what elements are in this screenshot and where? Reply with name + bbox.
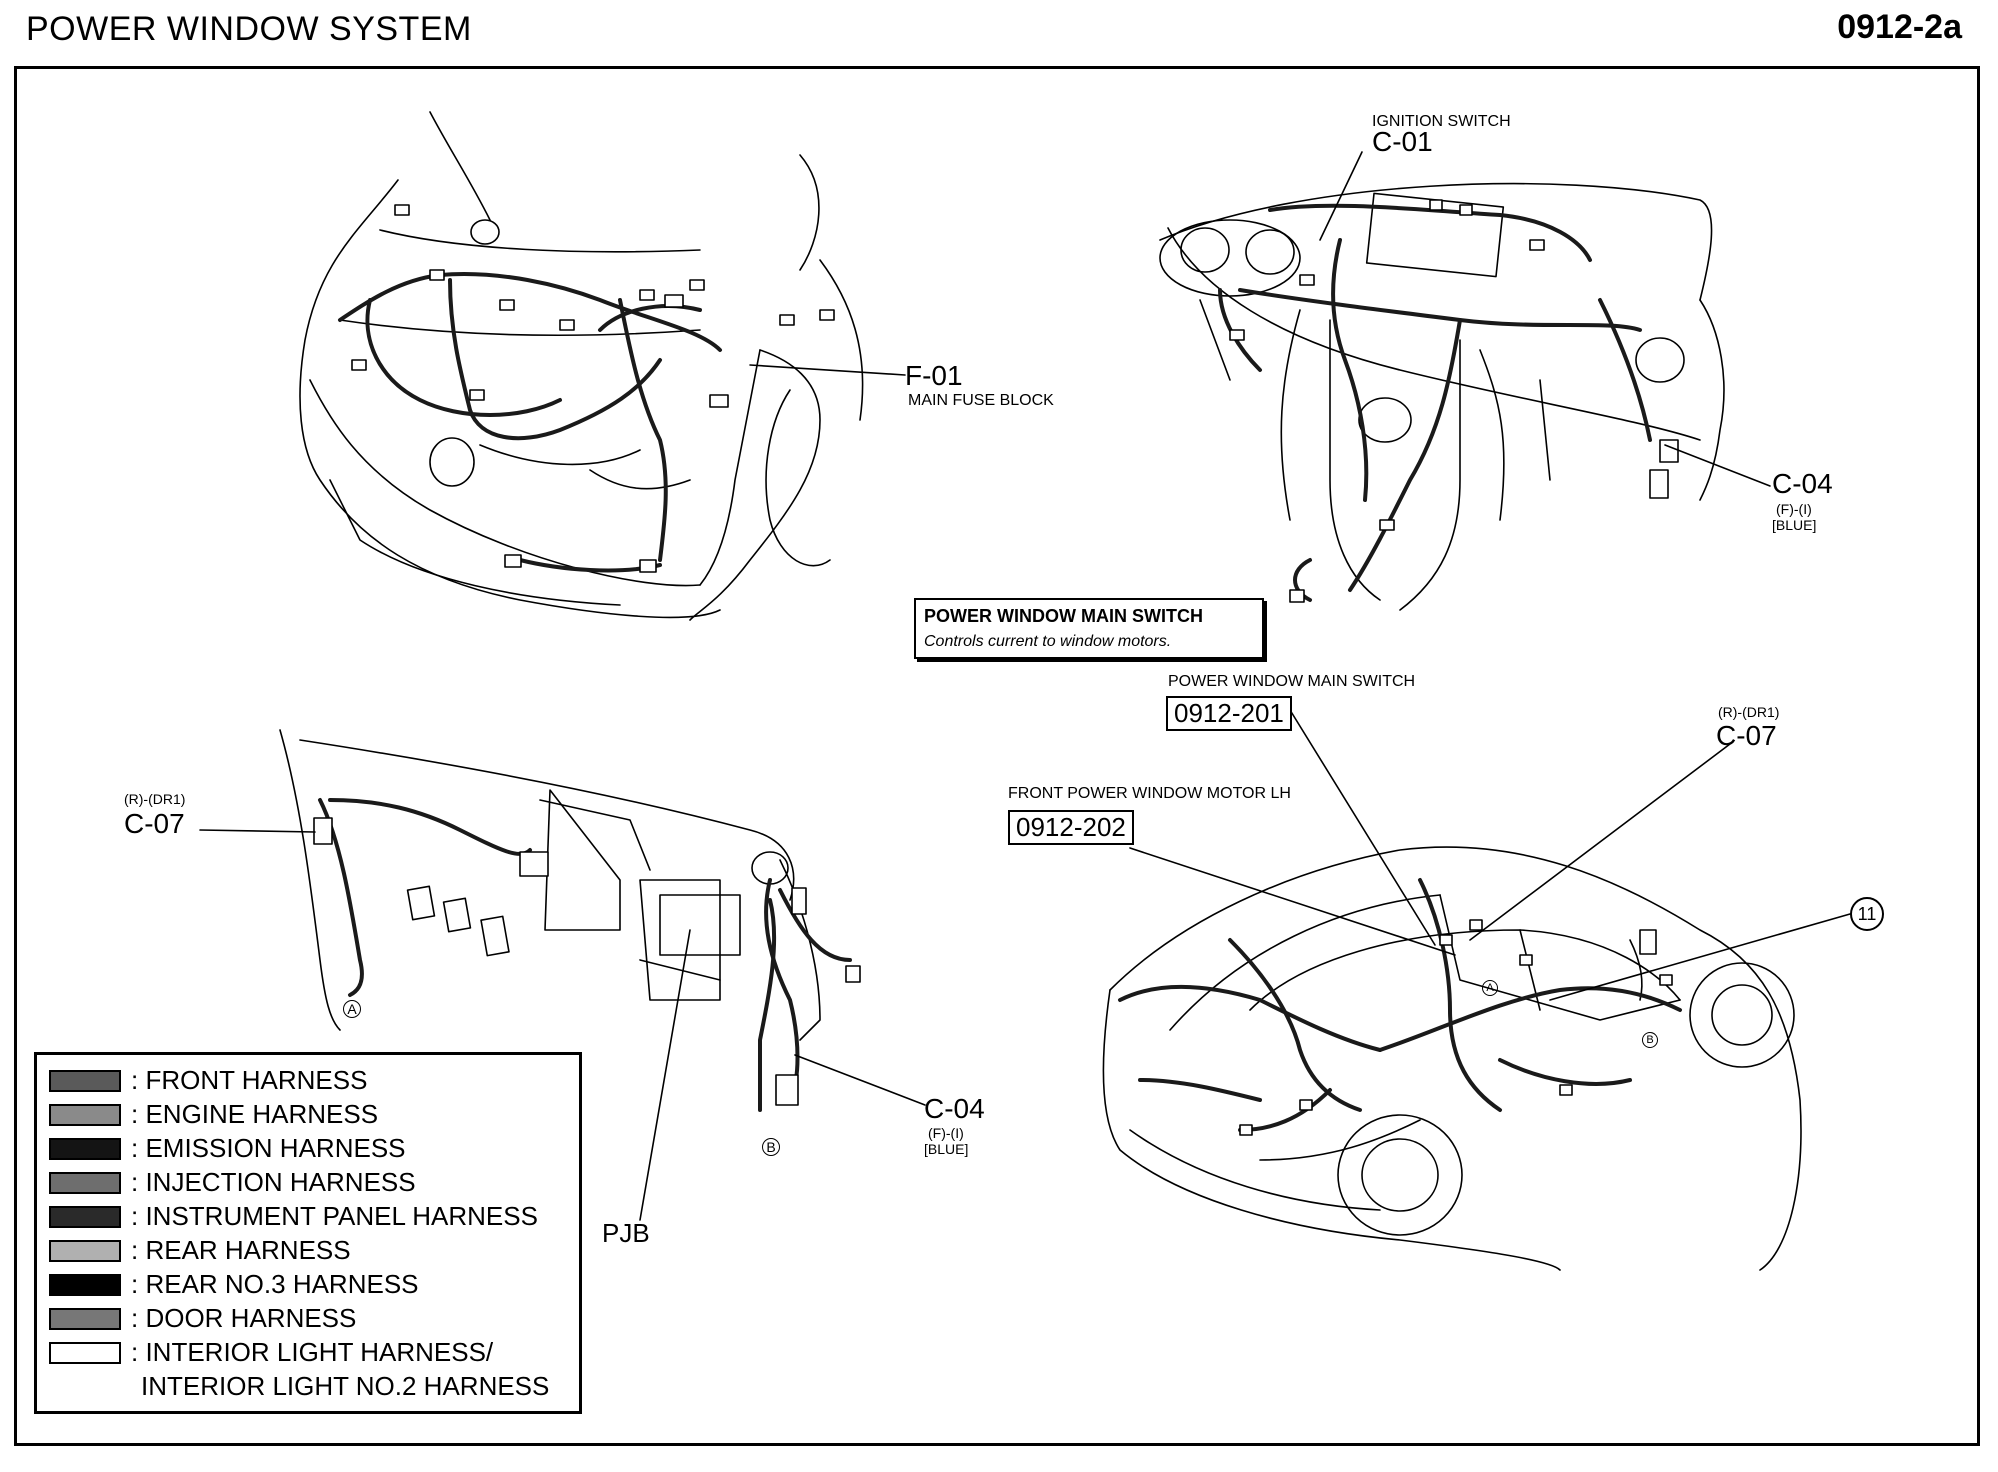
legend-label: : INSTRUMENT PANEL HARNESS [131,1201,538,1231]
diagram-frame [14,66,1980,1446]
dashboard-drawing [1159,182,1725,611]
legend-item: : INSTRUMENT PANEL HARNESS [49,1201,567,1235]
legend-swatch [49,1070,121,1092]
legend-swatch [49,1308,121,1330]
dashboard-connectors [1229,199,1679,603]
pwms-ref-box: 0912-201 [1166,696,1292,732]
legend-last-line: INTERIOR LIGHT NO.2 HARNESS [141,1371,550,1401]
leader-f01 [749,364,906,376]
c07-left-code: C-07 [124,808,185,839]
fpwm-ref-box: 0912-202 [1008,810,1134,846]
leader-c07-left [199,829,316,833]
legend-label: : INJECTION HARNESS [131,1167,416,1197]
c07-left-pin: (R)-(DR1) [124,791,186,807]
ignition-switch-name: IGNITION SWITCH [1372,113,1511,130]
c04-top-code: C-04 [1772,468,1833,499]
legend-item: : EMISSION HARNESS [49,1133,567,1167]
engine-bay-drawing [299,111,864,621]
legend-item: : REAR NO.3 HARNESS [49,1269,567,1303]
legend-swatch [49,1104,121,1126]
marker-b-pjb: B [762,1138,780,1156]
leader-c01 [1319,151,1363,241]
legend-label: : DOOR HARNESS [131,1303,357,1333]
page-title: POWER WINDOW SYSTEM [26,10,472,48]
legend-label: : REAR HARNESS [131,1235,351,1265]
legend-item: : INJECTION HARNESS [49,1167,567,1201]
engine-bay-connectors [351,204,835,573]
callout-title: POWER WINDOW MAIN SWITCH [924,606,1203,626]
leader-c04-bot [794,1054,926,1106]
legend-swatch [49,1138,121,1160]
legend-item: : DOOR HARNESS [49,1303,567,1337]
leader-pwms [1289,709,1436,946]
pwms-name: POWER WINDOW MAIN SWITCH [1168,673,1416,690]
leader-fpwm [1129,847,1456,956]
callout-subtitle: Controls current to window motors. [924,633,1172,650]
c04-top-color: [BLUE] [1772,517,1817,533]
page-code: 0912-2a [1837,8,1962,46]
legend-item: : FRONT HARNESS [49,1065,567,1099]
c01-code: C-01 [1372,126,1433,157]
legend-swatch [49,1342,121,1364]
reference-circle-11: 11 [1850,897,1884,931]
dashboard-harness [1218,203,1652,602]
legend-item: : INTERIOR LIGHT HARNESS/ [49,1337,567,1371]
f01-code: F-01 [905,360,963,391]
car-body-connectors [1239,919,1673,1136]
legend-item: : ENGINE HARNESS [49,1099,567,1133]
pjb-connectors [313,817,861,1106]
pjb-area-drawing [279,729,821,1041]
c07-right-pin: (R)-(DR1) [1718,704,1780,720]
power-window-main-switch-callout: POWER WINDOW MAIN SWITCH Controls curren… [914,598,1264,659]
legend-swatch [49,1240,121,1262]
leader-11 [1549,913,1851,1001]
legend-label: : FRONT HARNESS [131,1065,368,1095]
leader-c07-right [1469,743,1731,941]
pjb-label: PJB [602,1218,650,1248]
legend-label: : EMISSION HARNESS [131,1133,406,1163]
legend-swatch [49,1274,121,1296]
marker-a-car: A [1482,980,1498,996]
legend-label: : ENGINE HARNESS [131,1099,379,1129]
leader-pjb [639,929,691,1221]
c04-bottom-pin: (F)-(I) [928,1125,964,1141]
car-body-drawing [1102,846,1802,1271]
c04-top-pin: (F)-(I) [1776,501,1812,517]
fpwm-name: FRONT POWER WINDOW MOTOR LH [1008,785,1291,802]
car-body-harness [1118,878,1682,1132]
legend-label: : REAR NO.3 HARNESS [131,1269,419,1299]
f01-name: MAIN FUSE BLOCK [908,392,1054,409]
legend-swatch [49,1172,121,1194]
engine-bay-harness [338,272,722,573]
legend-swatch [49,1206,121,1228]
marker-b-car: B [1642,1032,1658,1048]
c04-bottom-color: [BLUE] [924,1141,969,1157]
marker-a-pjb: A [343,1000,361,1018]
legend-label: : INTERIOR LIGHT HARNESS/ [131,1337,494,1367]
c07-right-code: C-07 [1716,720,1777,751]
c04-bottom-code: C-04 [924,1093,985,1124]
legend-item: : REAR HARNESS [49,1235,567,1269]
leader-c04-top [1664,444,1771,487]
harness-legend: : FRONT HARNESS : ENGINE HARNESS : EMISSIO… [34,1052,582,1414]
